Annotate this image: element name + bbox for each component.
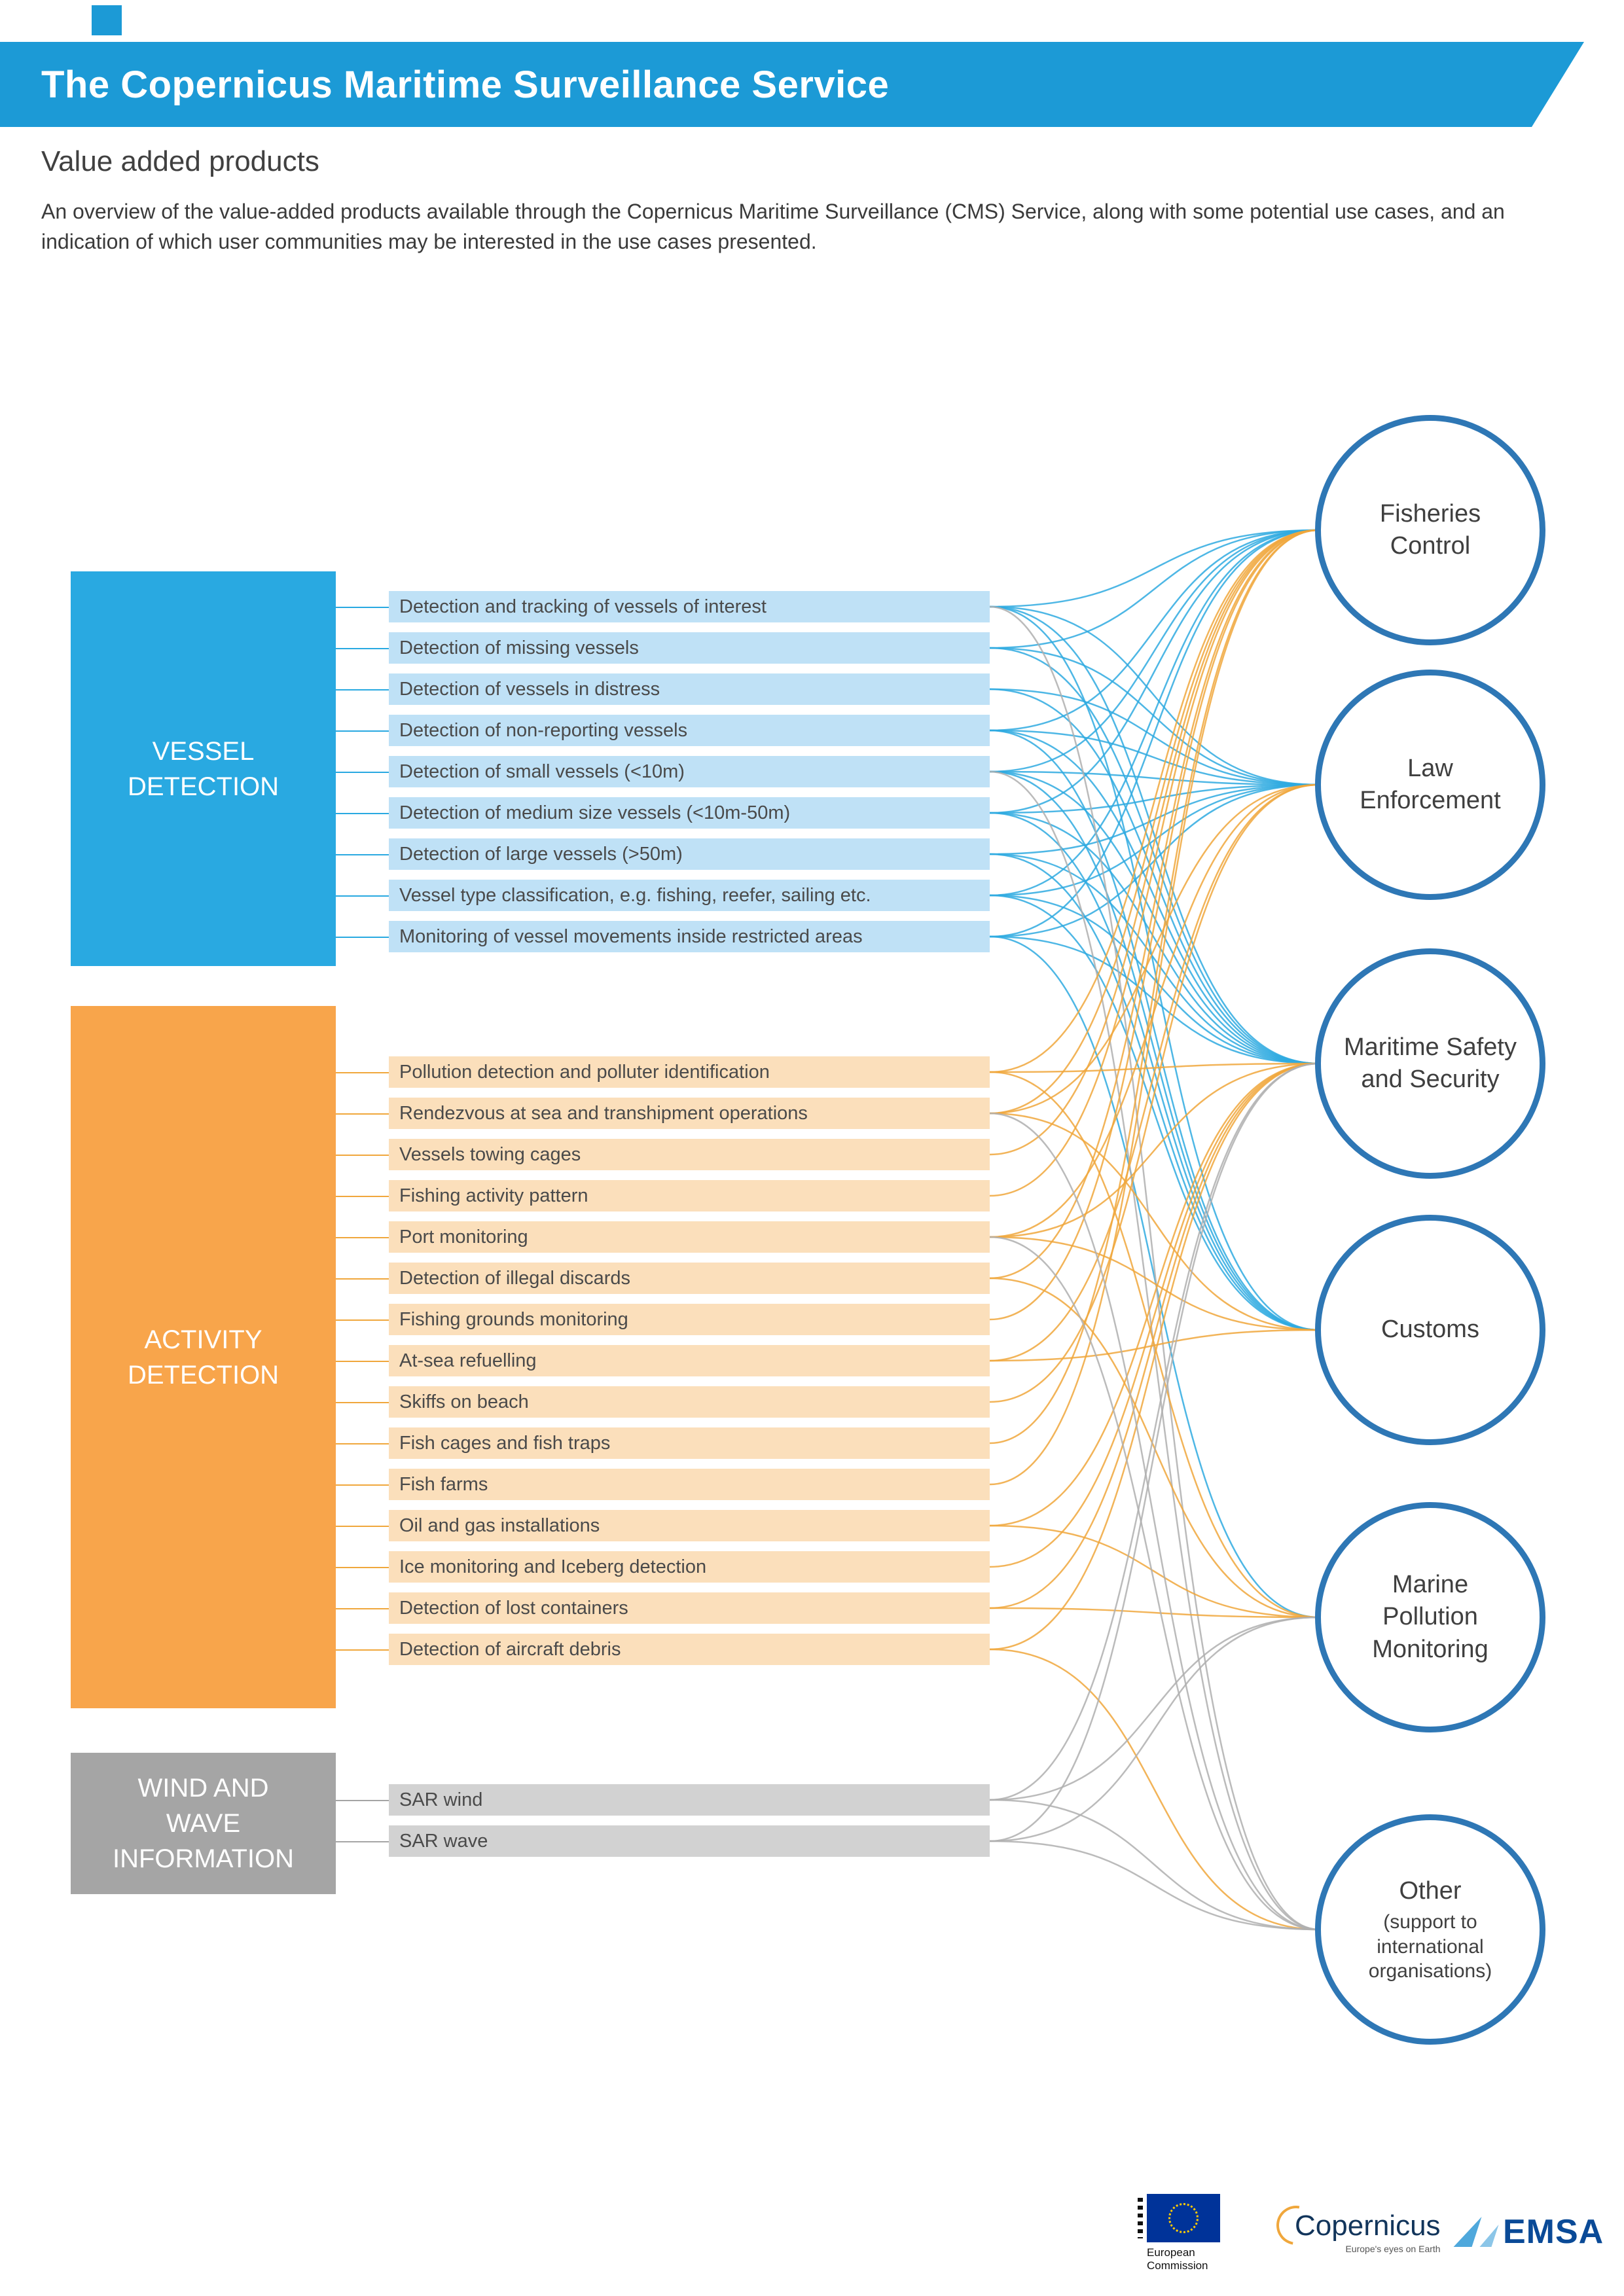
european-commission-logo: European Commission xyxy=(1138,2194,1252,2273)
copernicus-wordmark: Copernicus xyxy=(1295,2210,1441,2242)
footer: European Commission Copernicus Europe's … xyxy=(0,2186,1624,2284)
product-row: Detection of medium size vessels (<10m-5… xyxy=(336,797,990,829)
product-row: Detection of aircraft debris xyxy=(336,1634,990,1665)
community-label: Other xyxy=(1399,1877,1462,1905)
product-row: Rendezvous at sea and transhipment opera… xyxy=(336,1098,990,1129)
product-label: Pollution detection and polluter identif… xyxy=(399,1061,770,1083)
product-label: SAR wave xyxy=(399,1830,488,1852)
community-marine-pollution-monitoring: Marine Pollution Monitoring xyxy=(1315,1502,1545,1732)
product-label: Vessel type classification, e.g. fishing… xyxy=(399,884,871,906)
product-label: Detection and tracking of vessels of int… xyxy=(399,596,767,617)
product-row: Detection of vessels in distress xyxy=(336,673,990,705)
category-wind-wave-information: WIND AND WAVE INFORMATION xyxy=(71,1753,336,1894)
product-label: Detection of medium size vessels (<10m-5… xyxy=(399,802,791,823)
category-label: VESSEL DETECTION xyxy=(127,736,280,801)
community-sublabel: (support to international organisations) xyxy=(1368,1911,1492,1982)
product-label: Skiffs on beach xyxy=(399,1391,529,1412)
product-label: Fish farms xyxy=(399,1473,488,1495)
copernicus-tagline: Europe's eyes on Earth xyxy=(1345,2244,1441,2254)
community-customs: Customs xyxy=(1315,1215,1545,1445)
product-label: Detection of non-reporting vessels xyxy=(399,719,688,741)
eu-stars-icon xyxy=(1168,2203,1199,2233)
product-row: Fish farms xyxy=(336,1469,990,1500)
ec-bars-icon xyxy=(1138,2198,1143,2238)
emsa-sail-icon xyxy=(1453,2217,1482,2247)
product-row: Detection of missing vessels xyxy=(336,632,990,664)
community-other: Other (support to international organisa… xyxy=(1315,1814,1545,2045)
product-label: Vessels towing cages xyxy=(399,1143,581,1165)
product-row: SAR wind xyxy=(336,1784,990,1816)
page-description: An overview of the value-added products … xyxy=(41,200,1505,254)
product-row: Oil and gas installations xyxy=(336,1510,990,1541)
product-row: Fishing activity pattern xyxy=(336,1180,990,1211)
community-label: Marine Pollution Monitoring xyxy=(1372,1570,1489,1663)
product-label: Detection of missing vessels xyxy=(399,637,639,658)
product-row: Ice monitoring and Iceberg detection xyxy=(336,1551,990,1583)
community-law-enforcement: Law Enforcement xyxy=(1315,670,1545,900)
product-row: Detection of non-reporting vessels xyxy=(336,715,990,746)
category-activity-detection: ACTIVITY DETECTION xyxy=(71,1006,336,1708)
product-label: Detection of vessels in distress xyxy=(399,678,660,700)
product-label: Detection of small vessels (<10m) xyxy=(399,761,685,782)
emsa-sail-icon xyxy=(1479,2225,1499,2247)
copernicus-label: Copernicus xyxy=(1269,2198,1441,2253)
product-row: SAR wave xyxy=(336,1825,990,1857)
page-title: The Copernicus Maritime Surveillance Ser… xyxy=(41,63,890,106)
community-label: Customs xyxy=(1381,1316,1479,1344)
eu-flag-icon xyxy=(1138,2194,1220,2242)
product-row: Skiffs on beach xyxy=(336,1386,990,1418)
product-label: Fishing activity pattern xyxy=(399,1185,588,1206)
product-label: Ice monitoring and Iceberg detection xyxy=(399,1556,707,1577)
product-label: Monitoring of vessel movements inside re… xyxy=(399,925,863,947)
page-subtitle: Value added products xyxy=(41,145,319,177)
community-label: Maritime Safety and Security xyxy=(1344,1033,1517,1093)
product-label: Detection of lost containers xyxy=(399,1597,628,1619)
european-commission-label: European Commission xyxy=(1147,2246,1208,2272)
product-label: Detection of illegal discards xyxy=(399,1267,631,1289)
emsa-logo: EMSA xyxy=(1453,2212,1604,2251)
emsa-label: EMSA xyxy=(1503,2213,1604,2251)
product-row: Vessel type classification, e.g. fishing… xyxy=(336,880,990,911)
product-row: Monitoring of vessel movements inside re… xyxy=(336,921,990,952)
community-maritime-safety-security: Maritime Safety and Security xyxy=(1315,948,1545,1179)
product-label: Fish cages and fish traps xyxy=(399,1432,611,1454)
community-fisheries-control: Fisheries Control xyxy=(1315,415,1545,645)
category-vessel-detection: VESSEL DETECTION xyxy=(71,571,336,966)
product-label: Rendezvous at sea and transhipment opera… xyxy=(399,1102,808,1124)
product-label: SAR wind xyxy=(399,1789,483,1810)
product-row: Detection of small vessels (<10m) xyxy=(336,756,990,787)
product-row: Detection of large vessels (>50m) xyxy=(336,838,990,870)
title-banner: The Copernicus Maritime Surveillance Ser… xyxy=(0,42,1584,127)
product-label: Fishing grounds monitoring xyxy=(399,1308,628,1330)
product-row: Port monitoring xyxy=(336,1221,990,1253)
product-label: Port monitoring xyxy=(399,1226,528,1247)
copernicus-logo: Copernicus Europe's eyes on Earth xyxy=(1269,2198,1441,2254)
corner-decoration xyxy=(92,5,122,35)
community-label: Law Enforcement xyxy=(1360,754,1501,814)
product-label: At-sea refuelling xyxy=(399,1350,537,1371)
category-label: ACTIVITY DETECTION xyxy=(127,1325,280,1390)
product-label: Detection of aircraft debris xyxy=(399,1638,621,1660)
product-row: Fish cages and fish traps xyxy=(336,1427,990,1459)
product-row: Detection and tracking of vessels of int… xyxy=(336,591,990,622)
product-row: Pollution detection and polluter identif… xyxy=(336,1056,990,1088)
product-label: Detection of large vessels (>50m) xyxy=(399,843,683,865)
product-label: Oil and gas installations xyxy=(399,1515,600,1536)
product-row: Fishing grounds monitoring xyxy=(336,1304,990,1335)
community-label: Fisheries Control xyxy=(1379,499,1481,560)
category-label: WIND AND WAVE INFORMATION xyxy=(112,1774,294,1873)
product-row: At-sea refuelling xyxy=(336,1345,990,1376)
product-row: Detection of illegal discards xyxy=(336,1263,990,1294)
product-row: Detection of lost containers xyxy=(336,1592,990,1624)
product-row: Vessels towing cages xyxy=(336,1139,990,1170)
